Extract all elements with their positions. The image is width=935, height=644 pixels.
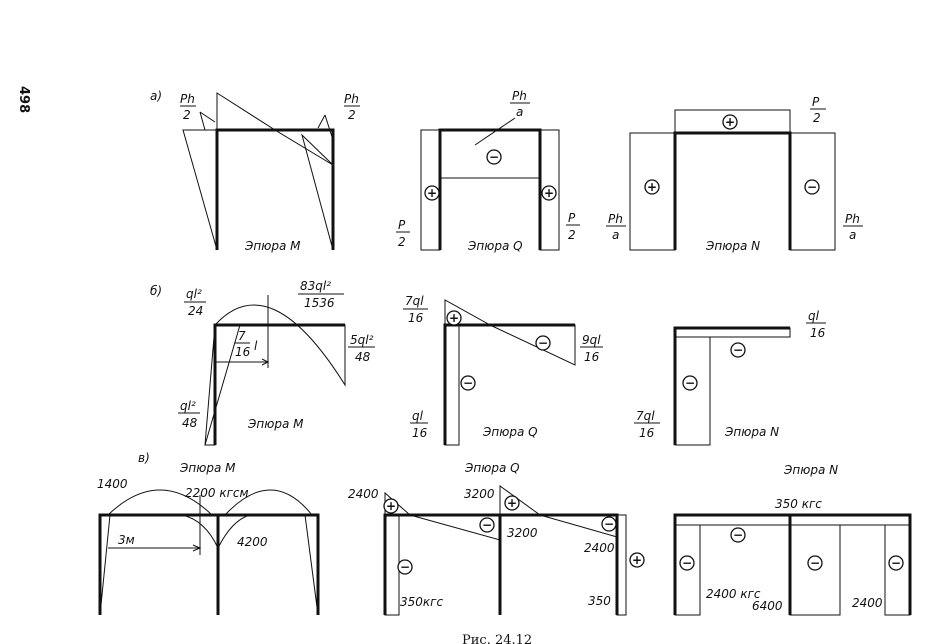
sign: + [647, 180, 657, 194]
shear-diagram-c: + − + − − + 2400 3200 3200 2400 350кгс 3… [348, 461, 645, 616]
label-num: Ph [512, 89, 527, 103]
sign: − [733, 343, 743, 357]
shear-diagram-a: + − + Ph a P 2 P 2 Эпюра Q [396, 89, 580, 253]
moment-diagram-b: ql² 24 83ql² 1536 7 16 l 5ql² 48 ql² 48 … [178, 279, 375, 446]
label-den: 16 [408, 311, 424, 325]
label: 350кгс [400, 595, 443, 609]
normal-diagram-b: − − ql 16 7ql 16 Эпюра N [634, 309, 826, 446]
label-num: P [568, 211, 576, 225]
sign: + [507, 496, 517, 510]
diagram-title: Эпюра N [724, 425, 779, 439]
sign: − [489, 150, 499, 164]
label: 2400 [852, 596, 883, 610]
label: 3м [118, 533, 135, 547]
label-num: Ph [845, 212, 860, 226]
normal-diagram-c: − − − − 350 кгс 2400 кгс 6400 2400 Эпюра… [673, 463, 912, 616]
label: 3200 [507, 526, 538, 540]
label: 2400 [584, 541, 615, 555]
label-den: 16 [584, 350, 600, 364]
label-den: 16 [412, 426, 428, 440]
label: 2400 [348, 487, 379, 501]
label-den: 2 [348, 108, 356, 122]
sign: + [632, 553, 642, 567]
figure-caption: Рис. 24.12 [462, 633, 532, 644]
label-den: a [516, 105, 523, 119]
sign: + [449, 311, 459, 325]
diagram-title: Эпюра Q [464, 461, 520, 475]
label: 1400 [97, 477, 128, 491]
shear-diagram-b: + − − 7ql 16 9ql 16 ql 16 Эпюра Q [403, 294, 603, 446]
sign: − [538, 336, 548, 350]
label-num: 83ql² [300, 279, 331, 293]
label: 4200 [237, 535, 268, 549]
sign: − [463, 376, 473, 390]
sign: − [891, 556, 901, 570]
label-den: 48 [182, 416, 198, 430]
diagram-title: Эпюра N [783, 463, 838, 477]
label-den: 2 [183, 108, 191, 122]
diagram-title: Эпюра Q [482, 425, 538, 439]
sign: + [427, 186, 437, 200]
label: 2400 кгс [706, 587, 761, 601]
sign: − [810, 556, 820, 570]
normal-diagram-a: + + − P 2 Ph a Ph a Эпюра N [606, 95, 863, 253]
sign: − [733, 528, 743, 542]
diagram-title: Эпюра M [179, 461, 236, 475]
page-number: 498 [16, 86, 31, 113]
label-suffix: l [254, 339, 258, 353]
sign: − [482, 518, 492, 532]
diagram-title: Эпюра Q [467, 239, 523, 253]
label-den: a [612, 228, 619, 242]
label-den: 2 [398, 235, 406, 249]
label-num: Ph [344, 92, 359, 106]
label-num: P [812, 95, 820, 109]
label-num: 7 [238, 329, 246, 343]
label-num: Ph [608, 212, 623, 226]
label-num: ql² [186, 287, 202, 301]
label-den: 16 [639, 426, 655, 440]
label: 2200 кгсм [185, 486, 249, 500]
sign: − [400, 560, 410, 574]
sign: − [682, 556, 692, 570]
diagram-title: Эпюра M [247, 417, 304, 431]
label: 350 кгс [775, 497, 822, 511]
label-den: 48 [355, 350, 371, 364]
label-den: 2 [813, 111, 821, 125]
part-b-label: б) [150, 284, 162, 298]
label-num: ql [808, 309, 820, 323]
diagram-title: Эпюра M [244, 239, 301, 253]
diagram-title: Эпюра N [705, 239, 760, 253]
label-num: 5ql² [350, 333, 374, 347]
sign: − [807, 180, 817, 194]
label-den: 2 [568, 228, 576, 242]
label: 3200 [464, 487, 495, 501]
label-den: 16 [810, 326, 826, 340]
label-num: Ph [180, 92, 195, 106]
label-num: 9ql [582, 333, 601, 347]
sign: − [685, 376, 695, 390]
sign: + [386, 499, 396, 513]
label-den: a [849, 228, 856, 242]
part-a-label: а) [150, 89, 162, 103]
moment-diagram-a: Ph 2 Ph 2 Эпюра M [180, 92, 360, 253]
label-den: 1536 [304, 296, 335, 310]
moment-diagram-c: 1400 2200 кгсм 3м 4200 Эпюра M [97, 461, 320, 616]
label-num: ql [412, 409, 424, 423]
label-den: 24 [188, 304, 203, 318]
sign: + [544, 186, 554, 200]
label: 6400 [752, 599, 783, 613]
label-den: 16 [235, 345, 251, 359]
label-num: ql² [180, 399, 196, 413]
label: 350 [588, 594, 611, 608]
part-c-label: в) [138, 451, 150, 465]
label-num: 7ql [405, 294, 424, 308]
sign: − [604, 517, 614, 531]
label-num: P [398, 218, 406, 232]
sign: + [725, 115, 735, 129]
label-num: 7ql [636, 409, 655, 423]
